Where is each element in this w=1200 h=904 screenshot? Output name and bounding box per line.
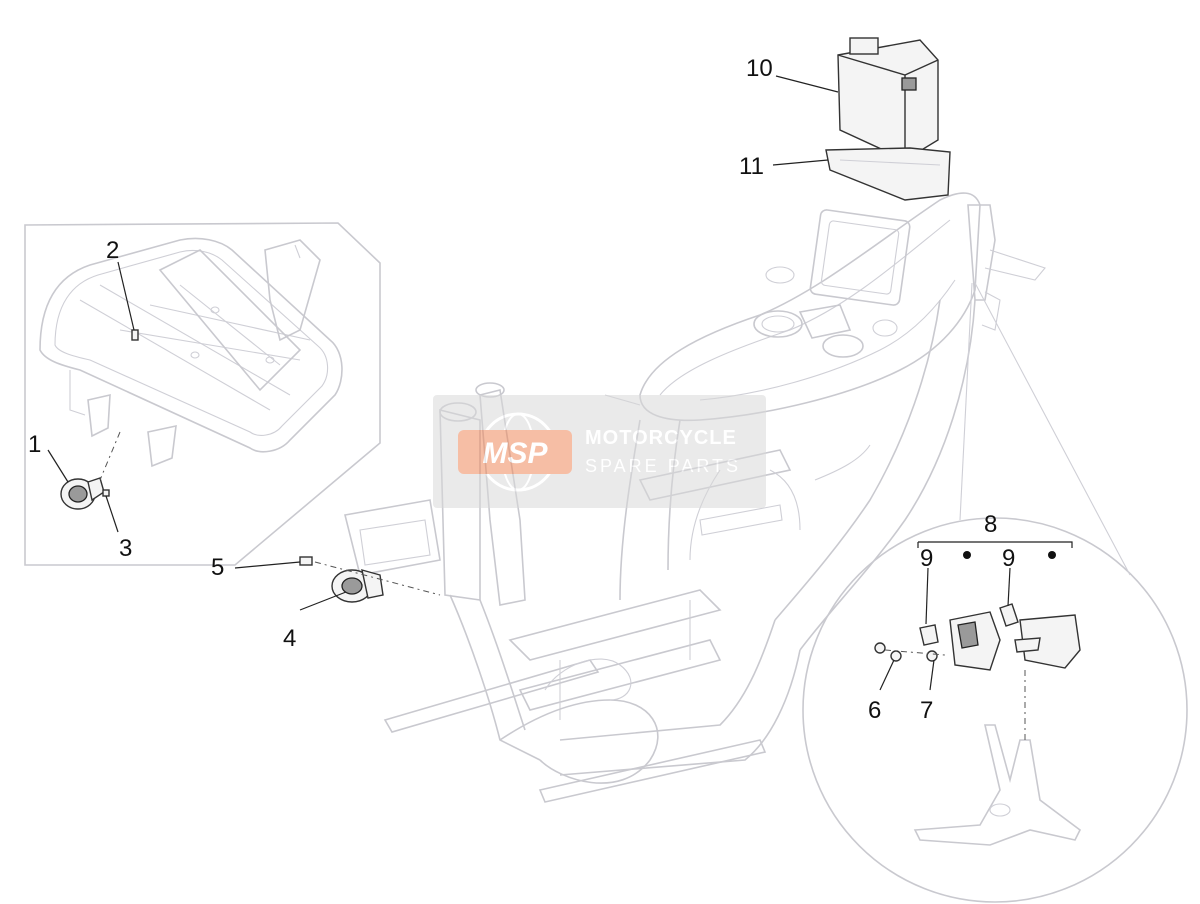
callout-7: 7 bbox=[920, 697, 933, 724]
watermark-line2: SPARE PARTS bbox=[585, 456, 741, 476]
callout-3: 3 bbox=[119, 535, 132, 562]
callout-9a: 9 bbox=[920, 545, 933, 572]
callout-2: 2 bbox=[106, 237, 119, 264]
callout-4: 4 bbox=[283, 625, 296, 652]
part-11-battery-tray bbox=[825, 147, 951, 201]
relay-detail-circle bbox=[802, 282, 1188, 903]
callout-numbers: 1 2 3 4 5 6 7 8 9 9 10 11 bbox=[28, 55, 1015, 724]
callout-11: 11 bbox=[739, 153, 764, 180]
callout-1: 1 bbox=[28, 431, 41, 458]
callout-5: 5 bbox=[211, 554, 224, 581]
watermark: MSP MOTORCYCLE SPARE PARTS bbox=[433, 395, 766, 508]
callout-10: 10 bbox=[746, 55, 773, 82]
watermark-line1: MOTORCYCLE bbox=[585, 427, 737, 449]
callout-6: 6 bbox=[868, 697, 881, 724]
front-rack-inset bbox=[24, 222, 381, 566]
watermark-logo: MSP bbox=[482, 437, 548, 470]
part-3-nut bbox=[102, 489, 110, 497]
callout-8: 8 bbox=[984, 511, 997, 538]
callout-9b: 9 bbox=[1002, 545, 1015, 572]
part-4-horn bbox=[331, 569, 384, 603]
part-5-bolt bbox=[299, 556, 313, 566]
leader-lines bbox=[47, 75, 1011, 691]
part-2-screw bbox=[131, 329, 139, 341]
part-1-horn bbox=[60, 477, 105, 510]
part-10-battery bbox=[837, 37, 939, 161]
scooter-frame bbox=[344, 192, 1046, 803]
